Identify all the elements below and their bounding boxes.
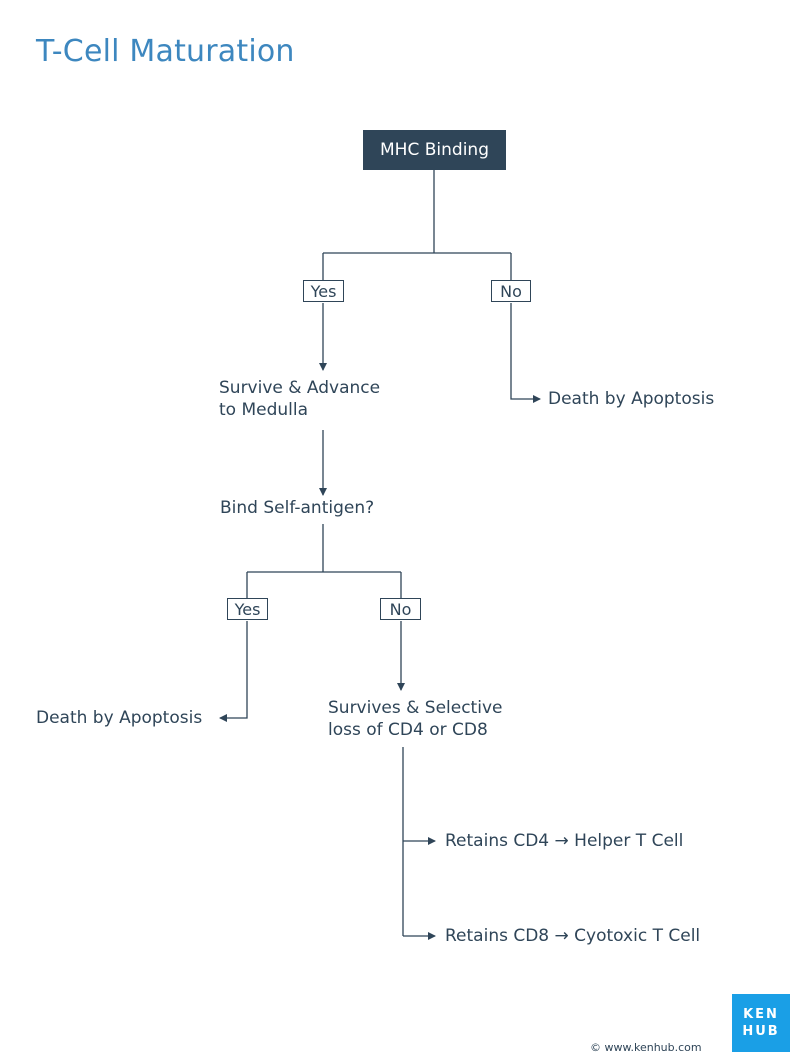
page-title: T-Cell Maturation: [36, 34, 295, 69]
survive-advance-line-2: to Medulla: [219, 400, 309, 420]
arrow-no1-death: [510, 303, 541, 403]
survives-selective-node: Survives & Selective loss of CD4 or CD8: [328, 697, 502, 741]
copyright-text: © www.kenhub.com: [590, 1041, 702, 1054]
survive-advance-line-1: Survive & Advance: [219, 378, 381, 398]
bind-self-antigen-node: Bind Self-antigen?: [220, 498, 375, 518]
yes-choice-2: Yes: [227, 598, 268, 620]
kenhub-logo: KEN HUB: [732, 994, 790, 1052]
no-choice-2: No: [380, 598, 421, 620]
survives-selective-line-2: loss of CD4 or CD8: [328, 720, 488, 740]
death-apoptosis-node-2: Death by Apoptosis: [36, 708, 203, 728]
survives-selective-line-1: Survives & Selective: [328, 698, 503, 718]
no-choice-1: No: [491, 280, 531, 302]
arrow-yes2-death: [219, 621, 248, 722]
mhc-binding-box: MHC Binding: [363, 130, 506, 170]
logo-line-1: KEN: [743, 1007, 779, 1022]
yes-choice-1: Yes: [303, 280, 344, 302]
survive-advance-node: Survive & Advance to Medulla: [219, 377, 380, 421]
death-apoptosis-node-1: Death by Apoptosis: [548, 389, 715, 409]
retains-cd8-node: Retains CD8 → Cyotoxic T Cell: [445, 926, 701, 946]
logo-line-2: HUB: [742, 1024, 780, 1039]
retains-cd4-node: Retains CD4 → Helper T Cell: [445, 831, 684, 851]
